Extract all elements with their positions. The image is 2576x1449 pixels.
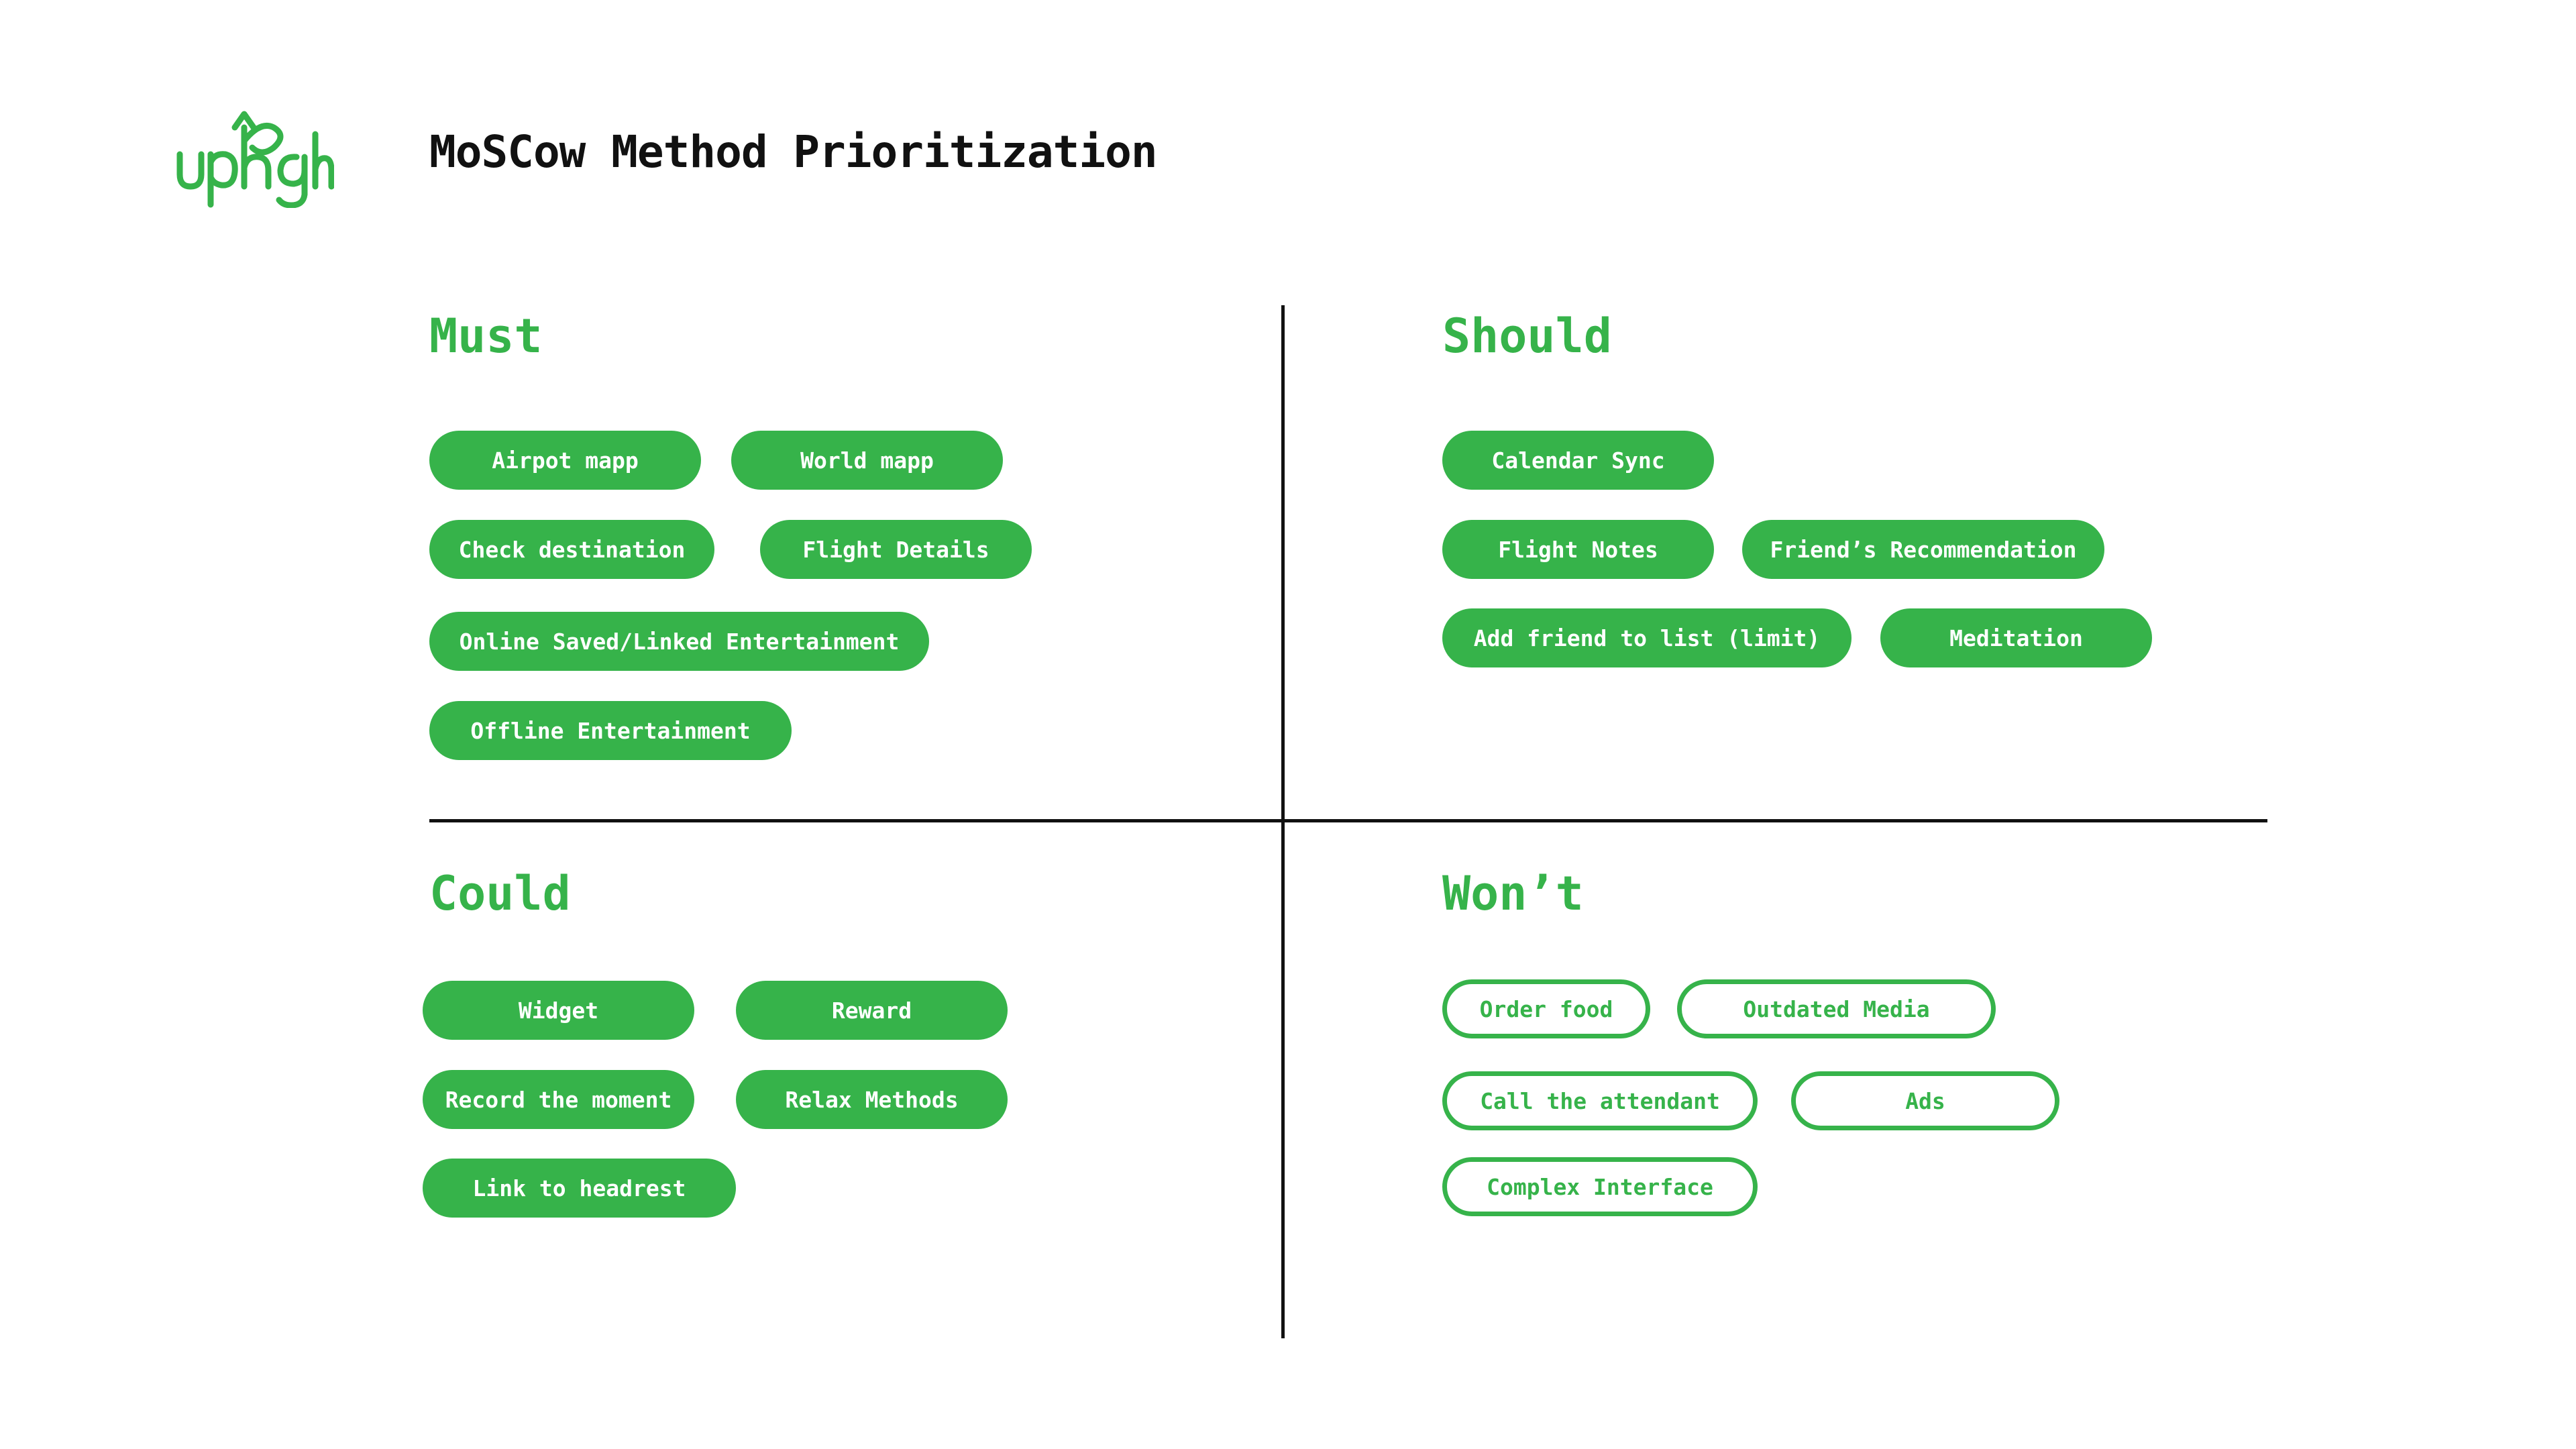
must-item: Flight Details bbox=[760, 520, 1032, 579]
must-item: World mapp bbox=[731, 431, 1003, 490]
uphigh-logo-mark bbox=[176, 111, 334, 208]
must-item: Offline Entertainment bbox=[429, 701, 792, 760]
could-item: Widget bbox=[423, 981, 694, 1040]
wont-item: Outdated Media bbox=[1677, 979, 1996, 1038]
page-title: MoSCow Method Prioritization bbox=[429, 126, 1158, 178]
should-item: Flight Notes bbox=[1442, 520, 1714, 579]
could-item: Record the moment bbox=[423, 1070, 694, 1129]
should-item: Calendar Sync bbox=[1442, 431, 1714, 490]
horizontal-divider bbox=[429, 819, 2267, 822]
quadrant-heading-should: Should bbox=[1442, 309, 1612, 364]
wont-item: Order food bbox=[1442, 979, 1650, 1038]
must-item: Online Saved/Linked Entertainment bbox=[429, 612, 929, 671]
should-item: Friend’s Recommendation bbox=[1742, 520, 2104, 579]
uphigh-logo bbox=[173, 107, 334, 208]
could-item: Relax Methods bbox=[736, 1070, 1008, 1129]
must-item: Check destination bbox=[429, 520, 714, 579]
should-item: Add friend to list (limit) bbox=[1442, 608, 1851, 667]
quadrant-heading-could: Could bbox=[429, 866, 571, 921]
could-item: Link to headrest bbox=[423, 1159, 736, 1218]
could-item: Reward bbox=[736, 981, 1008, 1040]
wont-item: Call the attendant bbox=[1442, 1071, 1758, 1130]
wont-item: Ads bbox=[1791, 1071, 2059, 1130]
should-item: Meditation bbox=[1880, 608, 2152, 667]
wont-item: Complex Interface bbox=[1442, 1157, 1758, 1216]
quadrant-heading-wont: Won’t bbox=[1442, 866, 1584, 921]
quadrant-heading-must: Must bbox=[429, 309, 543, 364]
must-item: Airpot mapp bbox=[429, 431, 701, 490]
